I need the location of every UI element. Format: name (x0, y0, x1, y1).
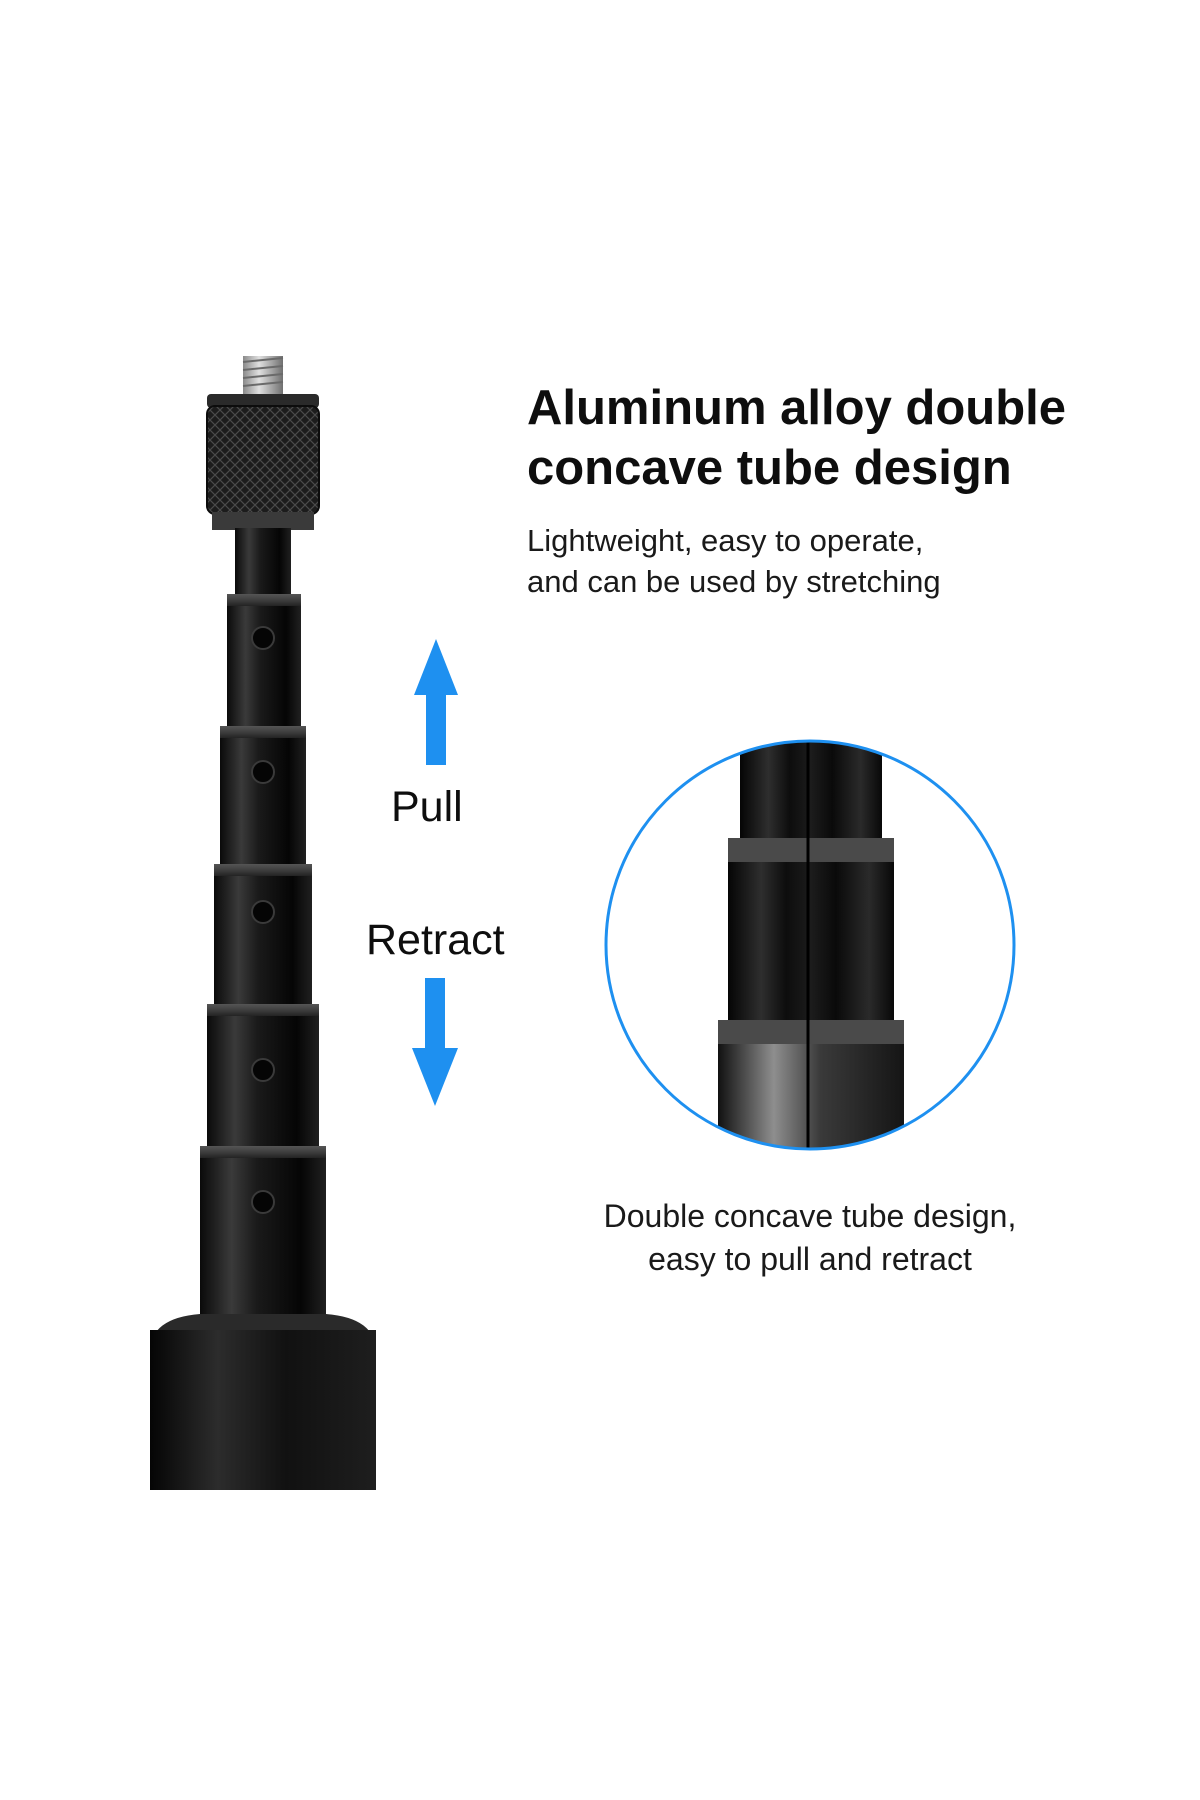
zoom-caption: Double concave tube design, easy to pull… (540, 1195, 1080, 1281)
caption-line-2: easy to pull and retract (648, 1241, 972, 1277)
pull-label: Pull (391, 783, 463, 831)
caption-line-1: Double concave tube design, (603, 1198, 1017, 1234)
headline-line-2: concave tube design (527, 441, 1012, 495)
lock-buttons (251, 626, 275, 1214)
headline: Aluminum alloy double concave tube desig… (527, 378, 1167, 498)
retract-label: Retract (366, 916, 505, 964)
tube-zoom-detail (604, 739, 1016, 1151)
telescopic-tube (200, 528, 326, 1318)
subtext: Lightweight, easy to operate, and can be… (527, 520, 1147, 602)
knurled-knob (206, 394, 320, 530)
subtext-line-1: Lightweight, easy to operate, (527, 523, 924, 558)
pole-base (150, 1314, 376, 1490)
arrow-down-icon (412, 978, 458, 1106)
mount-screw (242, 356, 284, 394)
arrow-up-icon (414, 639, 458, 765)
headline-line-1: Aluminum alloy double (527, 381, 1067, 435)
subtext-line-2: and can be used by stretching (527, 564, 941, 599)
